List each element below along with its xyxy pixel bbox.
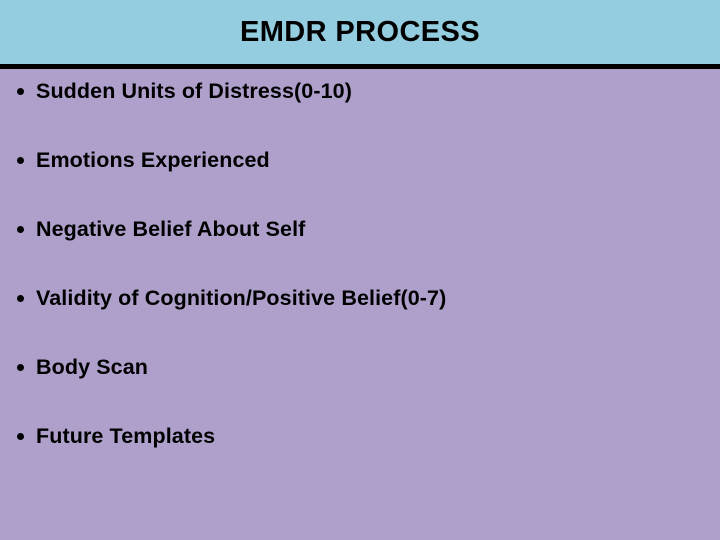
bullet-dot-icon bbox=[17, 364, 24, 371]
page-title: EMDR PROCESS bbox=[239, 15, 481, 48]
bullet-dot-icon bbox=[17, 295, 24, 302]
list-item-label: Validity of Cognition/Positive Belief(0-… bbox=[36, 286, 447, 310]
bullet-list: Sudden Units of Distress(0-10) Emotions … bbox=[0, 80, 720, 494]
title-divider bbox=[0, 64, 720, 69]
list-item: Validity of Cognition/Positive Belief(0-… bbox=[0, 287, 720, 356]
list-item: Sudden Units of Distress(0-10) bbox=[0, 80, 720, 149]
bullet-dot-icon bbox=[17, 157, 24, 164]
list-item-label: Future Templates bbox=[36, 424, 216, 448]
list-item: Emotions Experienced bbox=[0, 149, 720, 218]
list-item: Negative Belief About Self bbox=[0, 218, 720, 287]
list-item-label: Body Scan bbox=[36, 355, 149, 379]
bullet-dot-icon bbox=[17, 433, 24, 440]
bullet-dot-icon bbox=[17, 226, 24, 233]
list-item-label: Sudden Units of Distress(0-10) bbox=[36, 79, 352, 103]
list-item-label: Emotions Experienced bbox=[36, 148, 270, 172]
list-item-label: Negative Belief About Self bbox=[36, 217, 306, 241]
list-item: Future Templates bbox=[0, 425, 720, 494]
title-band: EMDR PROCESS bbox=[0, 0, 720, 64]
slide-body: Sudden Units of Distress(0-10) Emotions … bbox=[0, 69, 720, 540]
bullet-dot-icon bbox=[17, 88, 24, 95]
list-item: Body Scan bbox=[0, 356, 720, 425]
